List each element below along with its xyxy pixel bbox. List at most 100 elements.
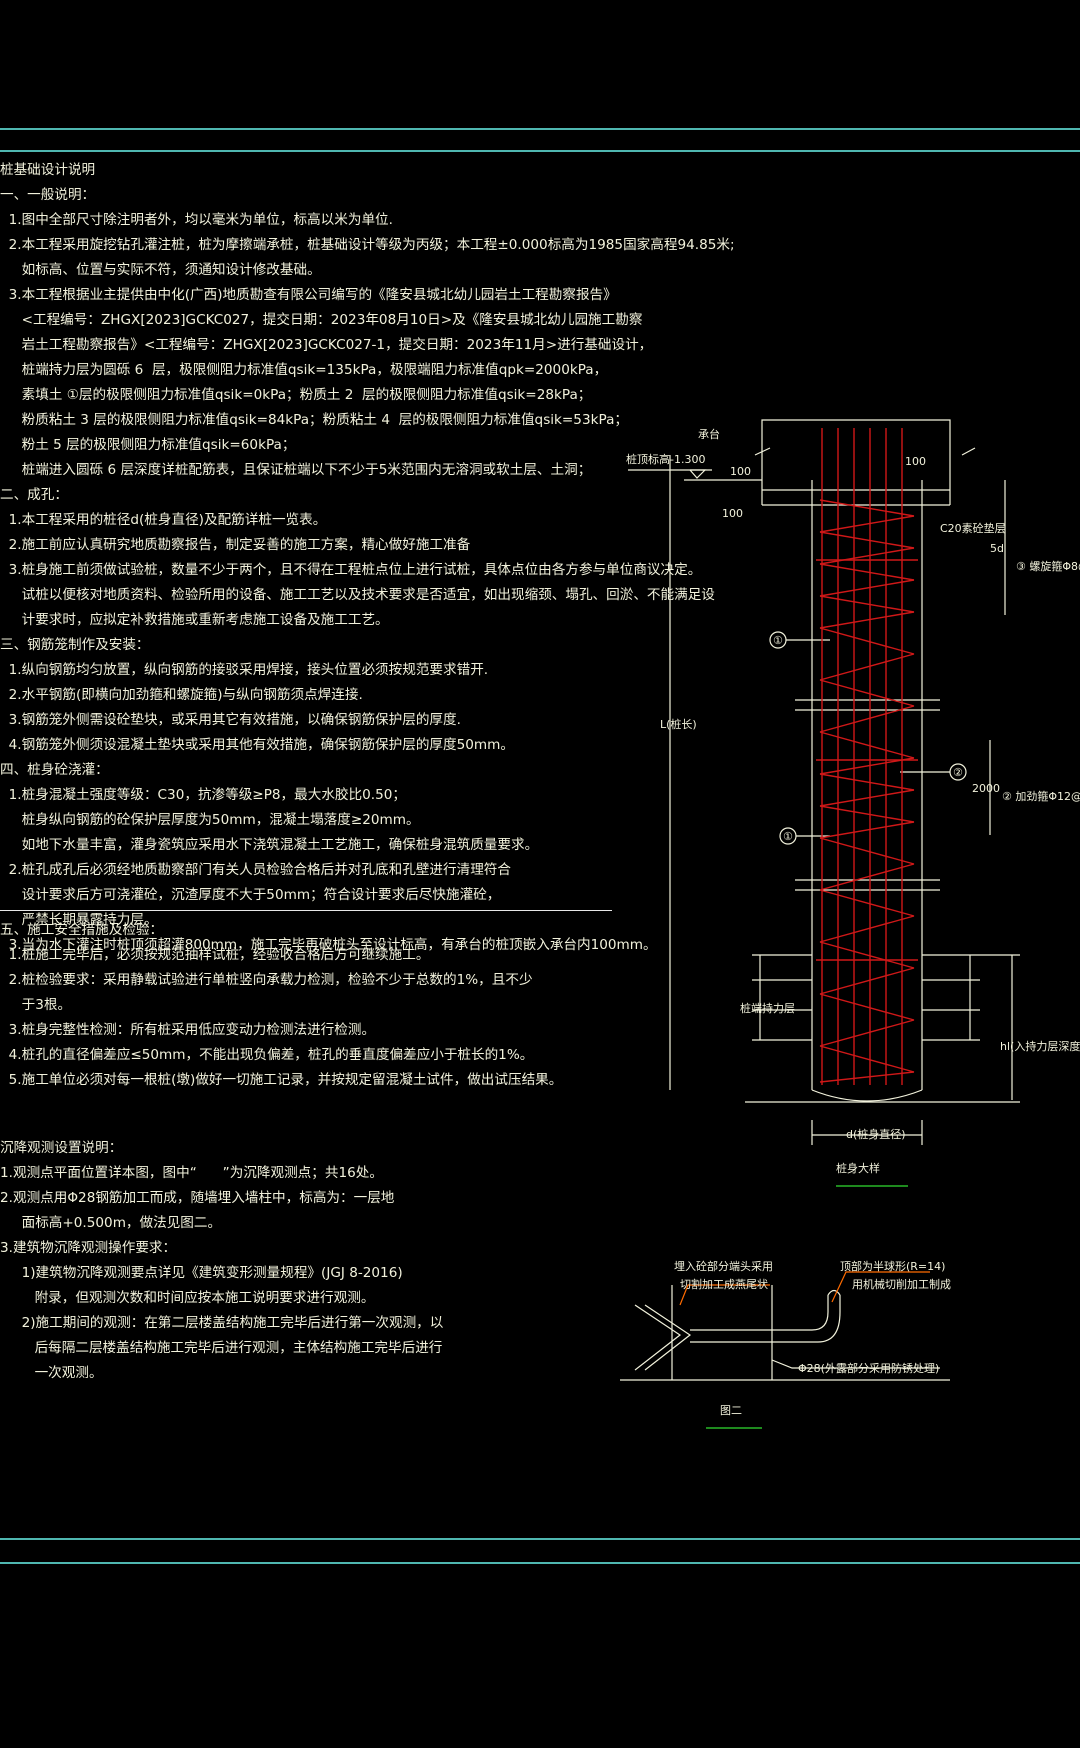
fig2-left-note-2: 切割加工成燕尾状 <box>680 1277 768 1291</box>
dim-100-low: 100 <box>722 507 743 520</box>
general-note-line: 2.桩孔成孔后必须经地质勘察部门有关人员检验合格后并对孔底和孔壁进行清理符合 <box>0 862 511 878</box>
general-note-line: 2.水平钢筋(即横向加劲箍和螺旋箍)与纵向钢筋须点焊连接. <box>0 687 363 703</box>
c20-bed-label: C20素砼垫层 <box>940 521 1006 535</box>
diameter-label: d(桩身直径) <box>846 1127 906 1141</box>
spiral-stirrup-segment <box>819 731 915 759</box>
spiral-stirrup-segment <box>819 547 915 565</box>
general-note-line: 岩土工程勘察报告》<工程编号：ZHGX[2023]GCKC027-1，提交日期：… <box>0 337 653 353</box>
spiral-stirrup-segment <box>819 837 915 865</box>
general-note-line: 1.桩身混凝土强度等级：C30，抗渗等级≥P8，最大水胶比0.50； <box>0 787 406 803</box>
general-note-line: 3.当为水下灌注时桩顶须超灌800mm，施工完毕再破桩头至设计标高，有承台的桩顶… <box>0 937 657 953</box>
marker-2-circle <box>949 763 967 781</box>
dim-5d-label: 5d <box>990 542 1004 555</box>
frame-line-top-2 <box>0 150 1080 152</box>
safety-note-line: 1.桩施工完毕后，必须按规范抽样试桩，经验收合格后方可继续施工。 <box>0 947 430 963</box>
settlement-note-line: 面标高+0.500m，做法见图二。 <box>0 1215 222 1231</box>
general-note-line: 3.本工程根据业主提供由中化(广西)地质勘查有限公司编写的《隆安县城北幼儿园岩土… <box>0 287 617 303</box>
general-note-line: 三、钢筋笼制作及安装： <box>0 637 150 653</box>
marker-1a-text: ① <box>773 634 783 647</box>
general-note-line: 桩端持力层为圆砾 6 层，极限侧阻力标准值qsik=135kPa，极限端阻力标准… <box>0 362 608 378</box>
cap-label: 承台 <box>698 427 720 441</box>
fig2-dovetail <box>634 1304 682 1371</box>
general-note-line: 2.本工程采用旋挖钻孔灌注桩，桩为摩擦端承桩，桩基础设计等级为丙级；本工程±0.… <box>0 237 735 253</box>
spiral-stirrup-segment <box>819 993 915 1021</box>
safety-note-line: 5.施工单位必须对每一根桩(墩)做好一切施工记录，并按规定留混凝土试件，做出试压… <box>0 1072 563 1088</box>
general-note-line: 试桩以便核对地质资料、检验所用的设备、施工工艺以及技术要求是否适宜，如出现缩颈、… <box>0 587 715 603</box>
fig2-rod-bottom <box>690 1295 841 1343</box>
spiral-stirrup-segment <box>819 515 915 533</box>
spiral-stirrup-segment <box>819 611 915 629</box>
fig2-drawing <box>620 1271 950 1381</box>
fig2-title: 图二 <box>720 1404 742 1417</box>
safety-note-line: 2.桩检验要求：采用静载试验进行单桩竖向承载力检测，检验不少于总数的1%，且不少 <box>0 972 533 988</box>
cap-break-right <box>961 447 976 456</box>
safety-note-line: 3.桩身完整性检测：所有桩采用低应变动力检测法进行检测。 <box>0 1022 376 1038</box>
settlement-note-line: 1)建筑物沉降观测要点详见《建筑变形测量规程》(JGJ 8-2016) <box>0 1265 403 1281</box>
rebar-cage <box>816 428 918 1085</box>
fig2-rod-top <box>690 1295 829 1331</box>
fig2-dovetail-inner <box>644 1304 692 1371</box>
marker-2-text: ② <box>953 766 963 779</box>
settlement-note-line: 后每隔二层楼盖结构施工完毕后进行观测，主体结构施工完毕后进行 <box>0 1340 443 1356</box>
spiral-stirrup-segment <box>819 1071 915 1083</box>
general-note-line: 一、一般说明： <box>0 187 96 203</box>
general-note-line: 设计要求后方可浇灌砼，沉渣厚度不大于50mm；符合设计要求后尽快施灌砼， <box>0 887 501 903</box>
fig2-left-leader <box>679 1284 770 1306</box>
fig2-left-note-1: 埋入砼部分端头采用 <box>674 1259 773 1273</box>
pile-length-label: L(桩长) <box>660 717 697 731</box>
dim-100-mid: 100 <box>730 465 751 478</box>
spiral-stirrup-segment <box>819 821 915 839</box>
spiral-stirrup-segment <box>819 967 915 995</box>
pile-detail-drawing <box>628 419 1020 1145</box>
settlement-notes: 沉降观测设置说明：1.观测点平面位置详本图，图中“ ”为沉降观测点；共16处。2… <box>0 1136 620 1386</box>
general-note-line: 严禁长期暴露持力层。 <box>0 912 158 928</box>
construction-notes: 五、施工安全措施及检验： 1.桩施工完毕后，必须按规范抽样试桩，经验收合格后方可… <box>0 918 620 1093</box>
settlement-note-line: 2)施工期间的观测：在第二层楼盖结构施工完毕后进行第一次观测，以 <box>0 1315 444 1331</box>
settlement-note-line: 一次观测。 <box>0 1365 103 1381</box>
spiral-stirrup-segment <box>819 679 915 707</box>
spiral-stirrup-segment <box>819 531 915 549</box>
general-note-line: 3.桩身施工前须做试验桩，数量不少于两个，且不得在工程桩点位上进行试桩，具体点位… <box>0 562 702 578</box>
fig2-right-note-2: 用机械切削加工制成 <box>852 1277 951 1291</box>
marker-1a-circle <box>769 631 787 649</box>
pile-bottom <box>811 1089 923 1102</box>
frame-line-bottom-2 <box>0 1562 1080 1564</box>
notes-section-general: 桩基础设计说明一、一般说明： 1.图中全部尺寸除注明者外，均以毫米为单位，标高以… <box>0 158 735 958</box>
fig2-bottom-note: Φ28(外露部分采用防锈处理) <box>798 1361 939 1375</box>
spiral-stirrup-segment <box>819 499 915 517</box>
spiral-stirrup-segment <box>819 941 915 969</box>
pile-top-label: 桩顶标高-1.300 <box>626 452 705 466</box>
frame-line-bottom-1 <box>0 1538 1080 1540</box>
spiral-stirrup-segment <box>819 705 915 733</box>
general-note-line: 桩端进入圆砾 6 层深度详桩配筋表，且保证桩端以下不少于5米范围内无溶洞或软土层… <box>0 462 592 478</box>
safety-note-line: 4.桩孔的直径偏差应≤50mm，不能出现负偏差，桩孔的垂直度偏差应小于桩长的1%… <box>0 1047 534 1063</box>
general-note-line: 桩身纵向钢筋的砼保护层厚度为50mm，混凝土塌落度≥20mm。 <box>0 812 420 828</box>
general-note-line: 4.钢筋笼外侧须设混凝土垫块或采用其他有效措施，确保钢筋保护层的厚度50mm。 <box>0 737 514 753</box>
general-note-line: 1.纵向钢筋均匀放置，纵向钢筋的接驳采用焊接，接头位置必须按规范要求错开. <box>0 662 489 678</box>
spiral-stirrup-segment <box>819 915 915 943</box>
stiffener-label: ② 加劲箍Φ12@2000 <box>1002 789 1080 803</box>
general-note-line: 二、成孔： <box>0 487 68 503</box>
general-note-line: 如地下水量丰富，灌身瓷筑应采用水下浇筑混凝土工艺施工，确保桩身混筑质量要求。 <box>0 837 539 853</box>
pile-top-symbol <box>689 469 707 479</box>
fig2-rod-head <box>827 1289 841 1296</box>
notes-section-safety: 五、施工安全措施及检验： 1.桩施工完毕后，必须按规范抽样试桩，经验收合格后方可… <box>0 918 620 1093</box>
general-note-line: 2.施工前应认真研究地质勘察报告，制定妥善的施工方案，精心做好施工准备 <box>0 537 471 553</box>
safety-note-line: 五、施工安全措施及检验： <box>0 922 164 938</box>
bearing-layer-label: 桩端持力层 <box>740 1001 795 1015</box>
general-note-line: 素填土 ①层的极限侧阻力标准值qsik=0kPa；粉质土 2 层的极限侧阻力标准… <box>0 387 592 403</box>
notes-section-settlement: 沉降观测设置说明：1.观测点平面位置详本图，图中“ ”为沉降观测点；共16处。2… <box>0 1136 620 1386</box>
bearing-layer-hatch <box>745 954 1020 1103</box>
dim-100-top: 100 <box>905 455 926 468</box>
spiral-stirrup-segment <box>819 627 915 655</box>
pile-cap-outline <box>761 419 951 505</box>
spiral-stirrup-segment <box>819 773 915 791</box>
general-note-line: 四、桩身砼浇灌： <box>0 762 109 778</box>
marker-1b-circle <box>779 827 797 845</box>
pile-detail-title: 桩身大样 <box>836 1161 880 1175</box>
settlement-note-line: 附录，但观测次数和时间应按本施工说明要求进行观测。 <box>0 1290 375 1306</box>
section-separator <box>0 910 612 911</box>
spiral-stirrup-segment <box>819 579 915 597</box>
general-note-line: 如标高、位置与实际不符，须通知设计修改基础。 <box>0 262 321 278</box>
